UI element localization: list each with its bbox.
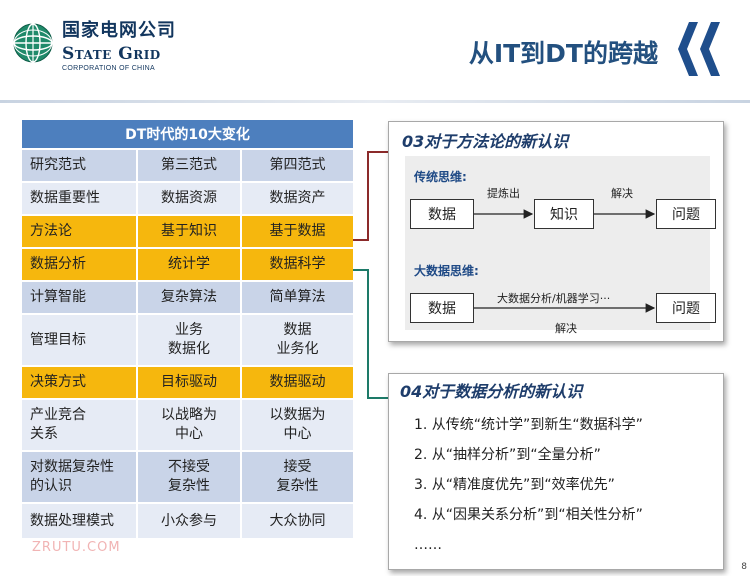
brand-name-cn: 国家电网公司 [62, 20, 176, 41]
table-cell: 管理目标 [22, 315, 136, 365]
table-cell: 以数据为 中心 [240, 400, 353, 450]
table-row: 研究范式第三范式第四范式 [22, 148, 353, 181]
data-analysis-panel [388, 373, 724, 570]
table-cell: 数据 业务化 [240, 315, 353, 365]
edge-label-analysis: 大数据分析/机器学习··· [497, 292, 611, 305]
table-cell: 数据科学 [240, 249, 353, 280]
table-cell: 统计学 [136, 249, 240, 280]
table-cell: 小众参与 [136, 504, 240, 538]
table-row: 数据重要性数据资源数据资产 [22, 181, 353, 214]
brand-subtitle: CORPORATION OF CHINA [62, 65, 155, 72]
table-row: 产业竞合 关系以战略为 中心以数据为 中心 [22, 398, 353, 450]
table-cell: 数据处理模式 [22, 504, 136, 538]
list-item: 2. 从“抽样分析”到“全量分析” [414, 447, 601, 463]
brand-name-en: State Grid [62, 44, 161, 64]
list-item: 1. 从传统“统计学”到新生“数据科学” [414, 417, 643, 433]
table-cell: 第三范式 [136, 150, 240, 181]
table-row: 决策方式目标驱动数据驱动 [22, 365, 353, 398]
page-number: 8 [741, 562, 747, 572]
table-cell: 数据分析 [22, 249, 136, 280]
table-cell: 简单算法 [240, 282, 353, 313]
data-analysis-list: 1. 从传统“统计学”到新生“数据科学” 2. 从“抽样分析”到“全量分析” 3… [414, 415, 643, 565]
connector-methodology [353, 151, 388, 241]
table-cell: 基于知识 [136, 216, 240, 247]
table-cell: 决策方式 [22, 367, 136, 398]
table-row: 数据处理模式小众参与大众协同 [22, 502, 353, 538]
connector-data-analysis [353, 269, 388, 399]
edge-label-bigdata-solve: 解决 [555, 322, 577, 335]
traditional-thinking-label: 传统思维: [414, 170, 467, 184]
brand-block: 国家电网公司 State Grid CORPORATION OF CHINA [62, 16, 176, 72]
table-cell: 计算智能 [22, 282, 136, 313]
flow-box-data: 数据 [410, 199, 474, 229]
table-cell: 目标驱动 [136, 367, 240, 398]
table-cell: 数据资产 [240, 183, 353, 214]
table-cell: 对数据复杂性 的认识 [22, 452, 136, 502]
list-item: 3. 从“精准度优先”到“效率优先” [414, 477, 615, 493]
bigdata-thinking-label: 大数据思维: [414, 264, 479, 278]
list-item: …… [414, 537, 442, 553]
flow-box-problem: 问题 [656, 199, 716, 229]
table-cell: 接受 复杂性 [240, 452, 353, 502]
table-row: 对数据复杂性 的认识不接受 复杂性接受 复杂性 [22, 450, 353, 502]
edge-label-refine: 提炼出 [487, 187, 520, 200]
table-cell: 不接受 复杂性 [136, 452, 240, 502]
state-grid-logo-icon [13, 23, 53, 63]
table-row: 计算智能复杂算法简单算法 [22, 280, 353, 313]
table-cell: 以战略为 中心 [136, 400, 240, 450]
table-row: 管理目标业务 数据化数据 业务化 [22, 313, 353, 365]
table-cell: 数据资源 [136, 183, 240, 214]
table-title: DT时代的10大变化 [22, 120, 353, 148]
table-cell: 数据重要性 [22, 183, 136, 214]
table-cell: 基于数据 [240, 216, 353, 247]
flow-box-bigdata-data: 数据 [410, 293, 474, 323]
flow-box-bigdata-problem: 问题 [656, 293, 716, 323]
dt-changes-table: DT时代的10大变化 研究范式第三范式第四范式数据重要性数据资源数据资产方法论基… [22, 120, 353, 538]
table-cell: 数据驱动 [240, 367, 353, 398]
page-title: 从IT到DT的跨越 [468, 39, 658, 68]
table-cell: 产业竞合 关系 [22, 400, 136, 450]
table-cell: 研究范式 [22, 150, 136, 181]
list-item: 4. 从“因果关系分析”到“相关性分析” [414, 507, 643, 523]
table-cell: 业务 数据化 [136, 315, 240, 365]
header-divider [0, 100, 750, 103]
edge-label-solve: 解决 [611, 187, 633, 200]
methodology-title: 03对于方法论的新认识 [402, 132, 569, 151]
table-cell: 第四范式 [240, 150, 353, 181]
data-analysis-title: 04对于数据分析的新认识 [400, 382, 583, 401]
table-row: 方法论基于知识基于数据 [22, 214, 353, 247]
table-cell: 大众协同 [240, 504, 353, 538]
flow-box-knowledge: 知识 [534, 199, 594, 229]
table-body: 研究范式第三范式第四范式数据重要性数据资源数据资产方法论基于知识基于数据数据分析… [22, 148, 353, 538]
table-row: 数据分析统计学数据科学 [22, 247, 353, 280]
table-cell: 复杂算法 [136, 282, 240, 313]
table-cell: 方法论 [22, 216, 136, 247]
